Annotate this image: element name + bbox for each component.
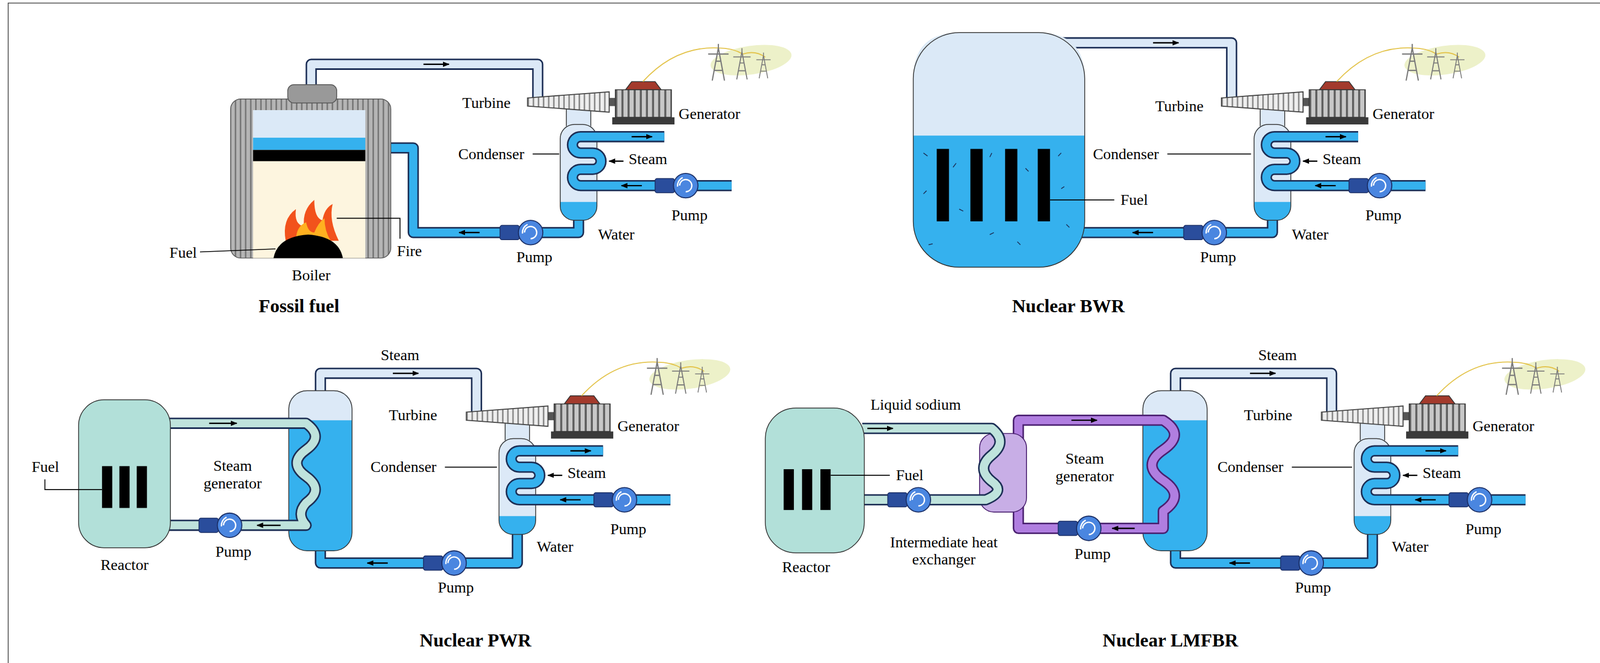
part-label: Pump [1464,521,1503,539]
part-label: Generator [1471,417,1536,435]
part-label: Pump [1198,248,1237,266]
part-label: Intermediate heat exchanger [877,533,1011,569]
part-label: Steam generator [1042,450,1127,485]
part-label: Turbine [387,406,439,424]
lmfbr-plant [765,354,1588,576]
part-label: Pump [609,521,648,539]
part-label: Condenser [1092,145,1161,163]
panel-title: Nuclear PWR [418,630,533,652]
fossil-plant [200,40,794,258]
panel-title: Fossil fuel [257,295,340,317]
panel-title: Nuclear LMFBR [1101,630,1240,652]
part-label: Boiler [290,266,332,284]
part-label: Pump [1364,206,1403,224]
part-label: Generator [616,417,681,435]
part-label: Water [1390,538,1430,556]
bwr-plant [913,32,1488,268]
part-label: Fuel [30,458,61,477]
part-label: Steam [1257,346,1299,364]
part-label: Pump [670,206,709,224]
part-label: Turbine [461,94,512,112]
part-label: Condenser [1216,458,1285,477]
part-label: Steam [627,150,669,168]
part-label: Steam [379,346,421,364]
panel-title: Nuclear BWR [1011,295,1126,317]
part-label: Liquid sodium [869,396,962,414]
part-label: Reactor [781,558,832,576]
part-label: Water [535,538,575,556]
part-label: Reactor [99,556,150,574]
part-label: Turbine [1154,97,1205,115]
part-label: Generator [677,105,742,123]
part-label: Steam [566,465,608,483]
part-label: Pump [1073,545,1112,563]
part-label: Steam [1421,465,1463,483]
part-label: Generator [1371,105,1436,123]
part-label: Steam [1321,150,1362,168]
part-label: Water [596,225,636,243]
part-label: Fire [396,242,424,260]
part-label: Pump [515,248,554,266]
part-label: Fuel [168,244,199,262]
part-label: Water [1290,225,1330,243]
part-label: Pump [1293,579,1332,597]
part-label: Fuel [1119,191,1150,209]
part-label: Turbine [1242,406,1294,424]
part-label: Pump [214,543,253,561]
part-label: Steam generator [190,457,275,493]
part-label: Condenser [369,458,438,477]
part-label: Condenser [457,145,526,163]
part-label: Pump [436,579,475,597]
pwr-plant [44,354,732,576]
part-label: Fuel [894,466,925,484]
